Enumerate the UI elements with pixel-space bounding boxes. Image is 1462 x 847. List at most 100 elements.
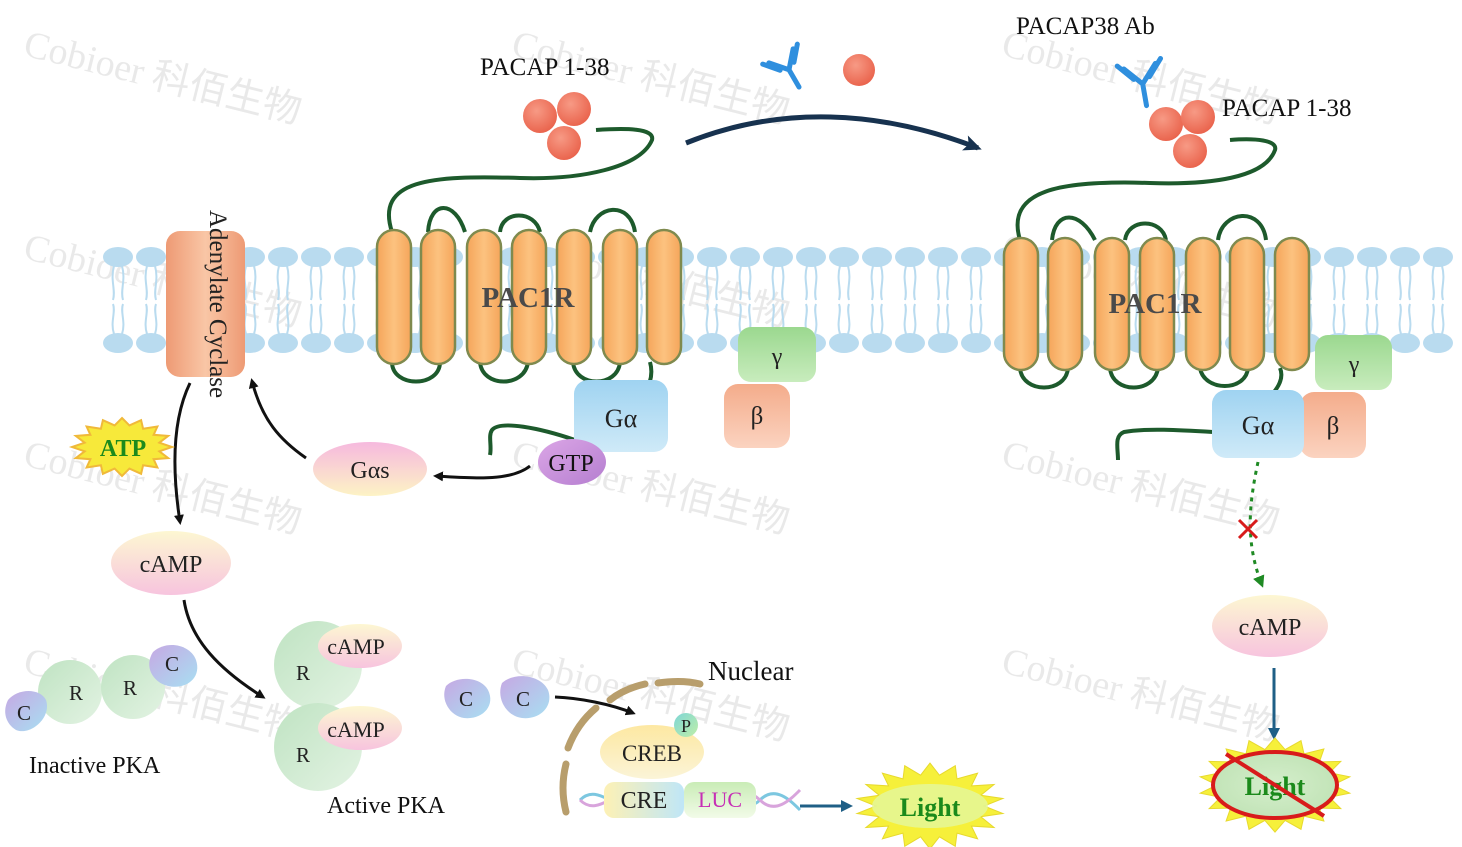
transmembrane-helix <box>510 228 548 366</box>
transition-arrow <box>685 114 982 151</box>
pacap-molecule <box>523 99 557 133</box>
lipid <box>961 247 991 353</box>
pka-catalytic-subunit <box>444 678 491 719</box>
transmembrane-helix <box>1138 236 1176 372</box>
arrow-camp-to-pka <box>182 599 266 699</box>
pka-catalytic-subunit <box>500 676 550 719</box>
pka-catalytic-subunit <box>149 645 198 687</box>
light-output: Light <box>855 762 1005 847</box>
left-receptor: PAC1R <box>375 127 683 456</box>
inactive-pka: R R C C Inactive PKA <box>5 645 198 779</box>
transmembrane-helix <box>375 228 413 366</box>
lipid <box>103 247 133 353</box>
g-beta-label: β <box>751 403 764 430</box>
g-gamma-subunit <box>1315 335 1392 390</box>
g-alpha-subunit <box>1212 390 1304 458</box>
camp-molecule <box>1212 595 1328 657</box>
left-transmembrane-helices <box>375 228 683 366</box>
luc-label: LUC <box>698 787 742 812</box>
g-alpha-label: Gα <box>1242 411 1275 440</box>
pka-r-label: R <box>69 681 83 705</box>
g-beta-subunit <box>724 384 790 448</box>
arrow-c-to-nucleus <box>554 695 636 716</box>
transmembrane-helix <box>1184 236 1222 372</box>
pacap-molecule <box>843 54 875 86</box>
phosphate-label: P <box>681 716 691 736</box>
g-alpha-s-label: Gαs <box>350 458 389 484</box>
transmembrane-helix <box>555 228 593 366</box>
g-beta-label: β <box>1327 413 1340 440</box>
atp-burst: ATP <box>68 416 176 478</box>
pka-r-label: R <box>123 676 137 700</box>
g-gamma-label: γ <box>1348 352 1360 378</box>
transmembrane-helix <box>1002 236 1040 372</box>
left-pathway-arrows <box>173 378 636 716</box>
camp-molecule <box>318 624 402 668</box>
transmembrane-helix <box>1093 236 1131 372</box>
nuclear-envelope <box>559 678 704 816</box>
pacap-molecule <box>1181 100 1215 134</box>
luc-reporter <box>684 782 756 818</box>
watermark: Cobioer 科佰生物 <box>20 226 306 335</box>
cre-element <box>604 782 684 818</box>
atp-label: ATP <box>100 436 146 462</box>
transmembrane-helix <box>645 228 683 366</box>
g-beta-subunit <box>1300 392 1366 458</box>
inactive-pka-label: Inactive PKA <box>29 753 161 779</box>
active-pka: R cAMP R cAMP Active PKA <box>274 621 446 819</box>
camp-molecule <box>111 531 231 595</box>
transition <box>685 41 982 151</box>
gtp-molecule <box>538 439 606 485</box>
right-receptor-label: PAC1R <box>1109 288 1203 320</box>
phosphate-group <box>674 713 698 737</box>
camp-molecule <box>318 706 402 750</box>
watermark: Cobioer 科佰生物 <box>20 23 306 132</box>
left-g-protein: Gα γ β GTP <box>538 327 816 485</box>
lipid <box>697 247 727 353</box>
nucleus: Nuclear CREB P CRE LUC <box>559 656 853 818</box>
watermark: Cobioer 科佰生物 <box>998 640 1284 749</box>
pka-catalytic-subunit <box>5 691 48 732</box>
no-light-slash <box>1224 752 1326 818</box>
dotted-arrow <box>1248 461 1265 588</box>
lipid <box>829 247 859 353</box>
gtp-label: GTP <box>548 451 593 477</box>
left-ligand-label: PACAP 1-38 <box>480 54 609 81</box>
right-ligand-label: PACAP 1-38 <box>1222 95 1351 122</box>
g-gamma-subunit <box>738 327 816 382</box>
right-receptor: PAC1R <box>1002 137 1311 461</box>
right-g-protein: γ β Gα <box>1212 335 1392 458</box>
free-catalytic-subunits: C C <box>444 676 550 719</box>
transmembrane-helix <box>419 228 457 366</box>
pacap-molecule <box>557 92 591 126</box>
g-alpha-subunit <box>574 380 668 452</box>
pacap-molecule <box>547 126 581 160</box>
g-alpha-s <box>313 442 427 496</box>
pka-c-label: C <box>165 652 179 676</box>
pka-c-label: C <box>17 701 31 725</box>
pka-r-label: R <box>296 743 310 767</box>
adenylate-cyclase-label: Adenylate Cyclase <box>204 210 231 398</box>
antibody-label: PACAP38 Ab <box>1016 13 1155 40</box>
lipid <box>1390 247 1420 353</box>
svg-text:Adenylate Cyclase: Adenylate Cyclase <box>204 210 231 398</box>
nuclear-label: Nuclear <box>708 656 793 686</box>
transmembrane-helix <box>1273 236 1311 372</box>
transmembrane-helix <box>465 228 503 366</box>
cre-label: CRE <box>621 788 668 814</box>
adenylate-cyclase: Adenylate Cyclase <box>166 210 245 398</box>
lipid <box>136 247 166 353</box>
lipid <box>928 247 958 353</box>
camp-label: cAMP <box>327 634 384 659</box>
pacap-molecule <box>1149 107 1183 141</box>
pka-regulatory-subunit <box>38 660 102 724</box>
right-transmembrane-helices <box>1002 236 1311 372</box>
lipid <box>862 247 892 353</box>
creb-protein <box>600 725 704 779</box>
pacap-molecule <box>1173 134 1207 168</box>
camp-label: cAMP <box>1239 615 1302 641</box>
left-receptor-loops <box>386 127 655 233</box>
active-pka-label: Active PKA <box>327 793 446 819</box>
arrow-gas-to-ac <box>248 378 307 460</box>
camp-label: cAMP <box>327 717 384 742</box>
